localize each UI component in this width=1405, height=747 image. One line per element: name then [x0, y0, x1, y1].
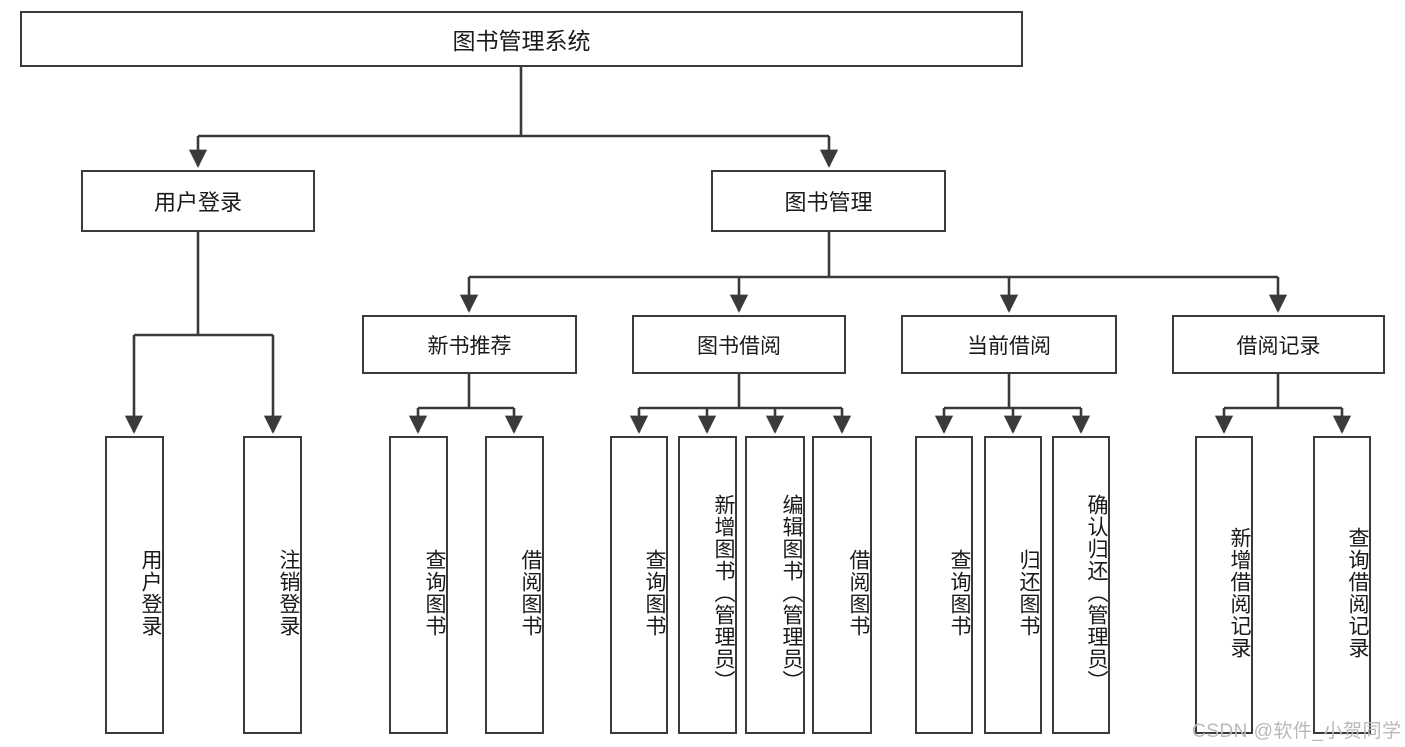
node-new-book-recommend-label: 新书推荐	[427, 334, 512, 358]
node-book-management-label: 图书管理	[784, 190, 873, 215]
leaf-node-label: 确认归还（管理员）	[1085, 494, 1108, 692]
node-root[interactable]: 图书管理系统	[20, 11, 1023, 67]
leaf-node-label: 编辑图书（管理员）	[780, 494, 803, 692]
leaf-node[interactable]: 归还图书	[984, 436, 1042, 734]
leaf-node-label: 借阅图书	[519, 549, 542, 637]
leaf-node[interactable]: 注销登录	[243, 436, 302, 734]
leaf-node[interactable]: 新增图书（管理员）	[678, 436, 737, 734]
leaf-node-label: 新增图书（管理员）	[712, 494, 735, 692]
node-user-login-label: 用户登录	[153, 190, 242, 215]
leaf-node[interactable]: 编辑图书（管理员）	[745, 436, 805, 734]
node-book-borrow-label: 图书借阅	[697, 334, 781, 358]
leaf-node[interactable]: 确认归还（管理员）	[1052, 436, 1110, 734]
leaf-node[interactable]: 用户登录	[105, 436, 164, 734]
node-current-borrow-label: 当前借阅	[967, 334, 1051, 358]
leaf-node-label: 查询借阅记录	[1346, 527, 1369, 659]
node-current-borrow[interactable]: 当前借阅	[901, 315, 1117, 374]
leaf-node[interactable]: 借阅图书	[812, 436, 872, 734]
leaf-node[interactable]: 借阅图书	[485, 436, 544, 734]
leaf-node-label: 查询图书	[423, 549, 446, 637]
leaf-node[interactable]: 新增借阅记录	[1195, 436, 1253, 734]
leaf-node[interactable]: 查询图书	[915, 436, 973, 734]
node-book-management[interactable]: 图书管理	[711, 170, 946, 232]
leaf-node[interactable]: 查询借阅记录	[1313, 436, 1371, 734]
leaf-node-label: 借阅图书	[847, 549, 870, 637]
node-root-label: 图书管理系统	[452, 28, 591, 54]
node-user-login[interactable]: 用户登录	[81, 170, 315, 232]
node-new-book-recommend[interactable]: 新书推荐	[362, 315, 577, 374]
leaf-node-label: 查询图书	[948, 549, 971, 637]
node-borrow-record[interactable]: 借阅记录	[1172, 315, 1385, 374]
leaf-node-label: 用户登录	[139, 549, 162, 637]
node-borrow-record-label: 借阅记录	[1236, 334, 1321, 358]
leaf-node-label: 归还图书	[1017, 549, 1040, 637]
leaf-node-label: 注销登录	[277, 549, 300, 637]
leaf-node-label: 查询图书	[643, 549, 666, 637]
leaf-node-label: 新增借阅记录	[1228, 527, 1251, 659]
leaf-node[interactable]: 查询图书	[389, 436, 448, 734]
watermark-text: CSDN @软件_小贺同学	[1192, 721, 1402, 742]
node-book-borrow[interactable]: 图书借阅	[632, 315, 846, 374]
leaf-node[interactable]: 查询图书	[610, 436, 668, 734]
